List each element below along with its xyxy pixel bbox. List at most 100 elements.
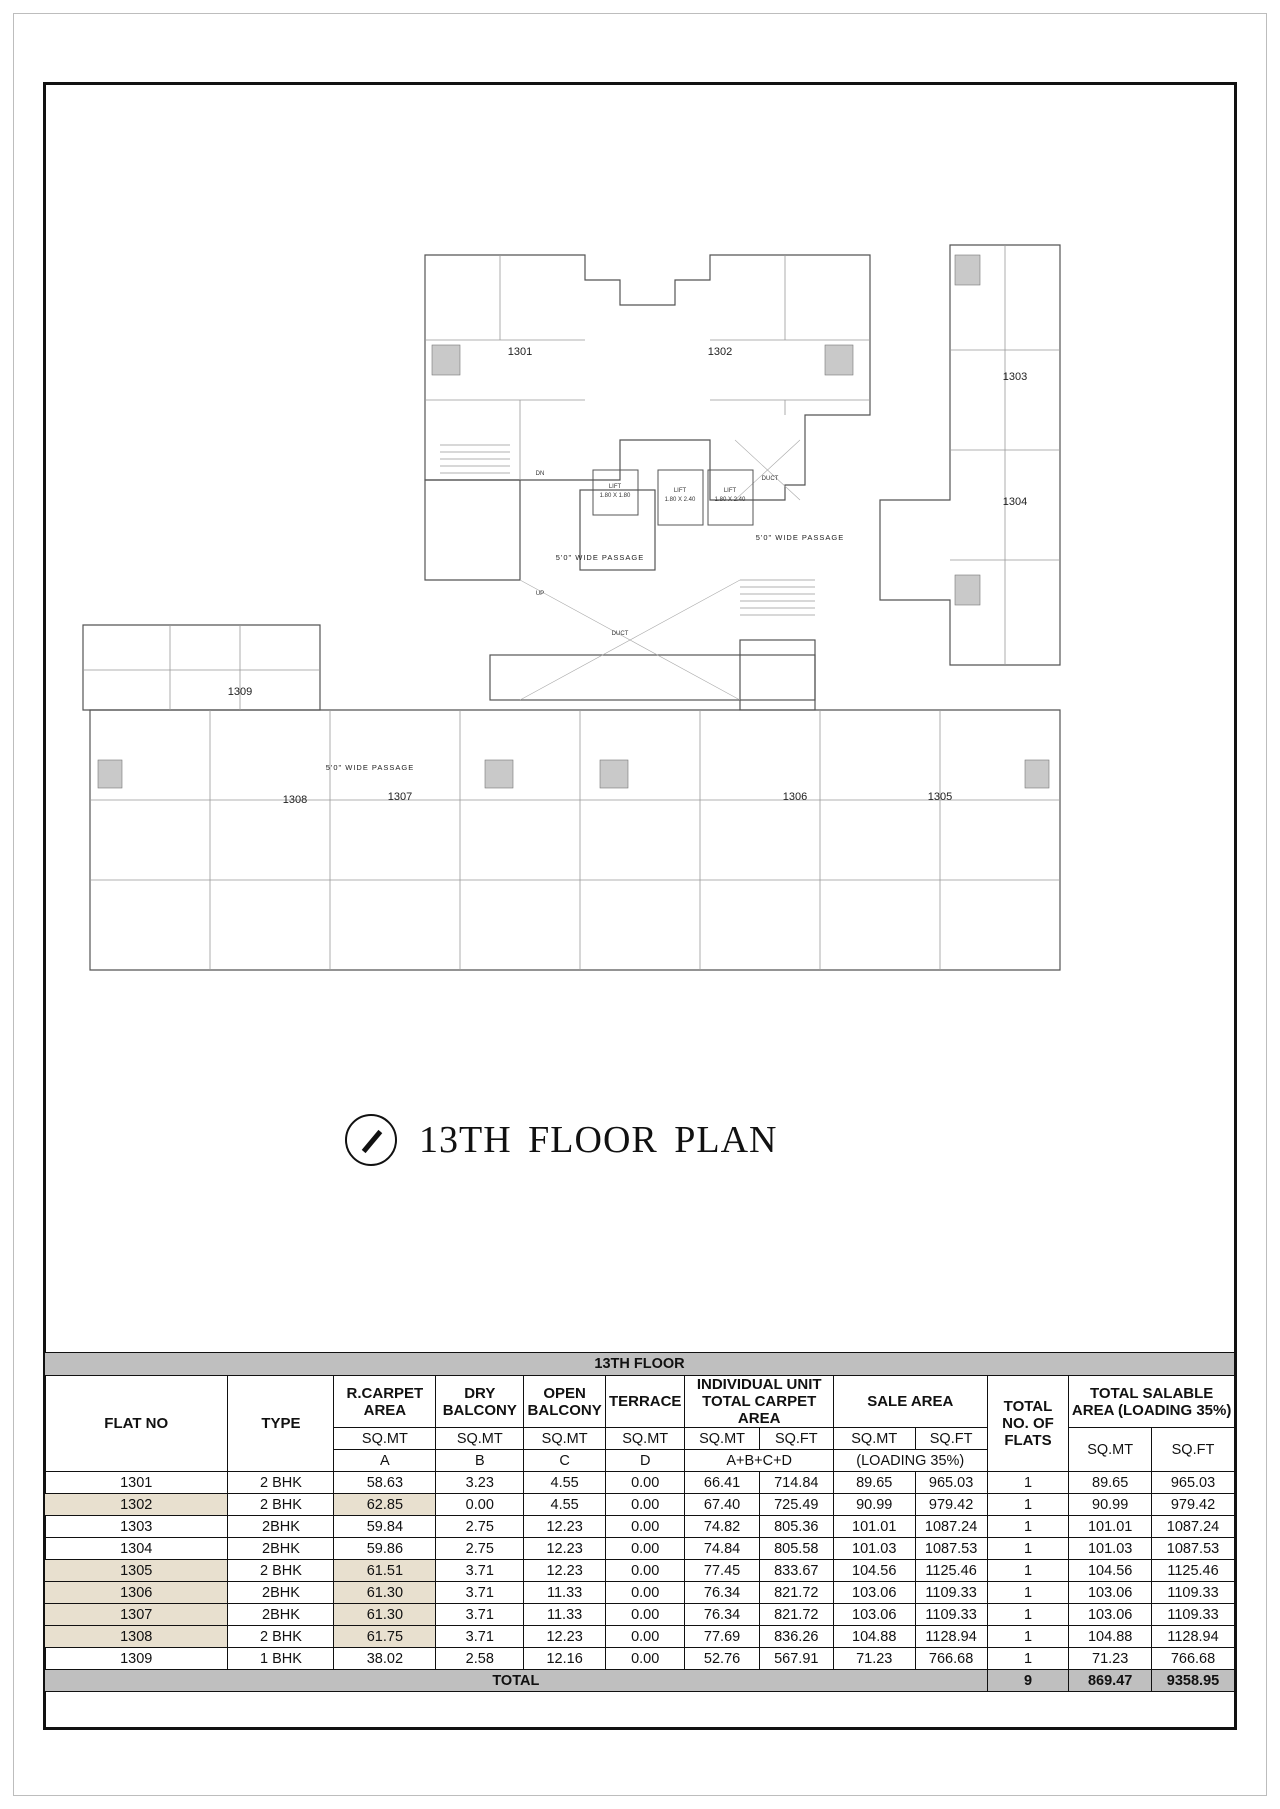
cell-ind_sqft: 821.72 bbox=[758, 1581, 834, 1604]
cell-flats: 1 bbox=[986, 1581, 1070, 1604]
cell-tot_sqft: 766.68 bbox=[1151, 1647, 1235, 1670]
north-arrow-icon bbox=[345, 1114, 397, 1166]
col-dry-balcony: DRY BALCONY bbox=[435, 1375, 525, 1428]
cell-sale_sqmt: 104.88 bbox=[832, 1625, 916, 1648]
lift-label: LIFT bbox=[609, 484, 622, 490]
col-rcarpet: R.CARPET AREA bbox=[333, 1375, 437, 1428]
cell-tot_sqmt: 71.23 bbox=[1068, 1647, 1152, 1670]
cell-open: 11.33 bbox=[523, 1603, 606, 1626]
cell-sale_sqft: 1125.46 bbox=[914, 1559, 988, 1582]
letter-b: B bbox=[435, 1449, 525, 1472]
cell-rcarpet: 61.30 bbox=[333, 1603, 437, 1626]
col-open-balcony: OPEN BALCONY bbox=[523, 1375, 606, 1428]
stair-dn: DN bbox=[536, 471, 545, 477]
cell-type: 2 BHK bbox=[227, 1559, 335, 1582]
cell-tot_sqmt: 101.01 bbox=[1068, 1515, 1152, 1538]
cell-sale_sqft: 1128.94 bbox=[914, 1625, 988, 1648]
cell-type: 2BHK bbox=[227, 1515, 335, 1538]
total-label: TOTAL bbox=[44, 1669, 988, 1692]
unit-label-1302: 1302 bbox=[708, 346, 732, 358]
cell-tot_sqft: 965.03 bbox=[1151, 1471, 1235, 1494]
cell-tot_sqft: 1087.53 bbox=[1151, 1537, 1235, 1560]
total-sqft: 9358.95 bbox=[1151, 1669, 1235, 1692]
cell-ind_sqmt: 66.41 bbox=[684, 1471, 760, 1494]
cell-sale_sqft: 1087.53 bbox=[914, 1537, 988, 1560]
cell-open: 4.55 bbox=[523, 1471, 606, 1494]
unit-sqmt: SQ.MT bbox=[604, 1427, 686, 1450]
unit-sqmt: SQ.MT bbox=[684, 1427, 760, 1450]
col-type: TYPE bbox=[227, 1375, 335, 1472]
cell-flats: 1 bbox=[986, 1603, 1070, 1626]
unit-label-1303: 1303 bbox=[1003, 371, 1027, 383]
cell-open: 12.23 bbox=[523, 1625, 606, 1648]
lift-label: LIFT bbox=[674, 488, 687, 494]
cell-flat: 1302 bbox=[43, 1493, 229, 1516]
unit-sqft: SQ.FT bbox=[758, 1427, 834, 1450]
unit-sqft: SQ.FT bbox=[1151, 1427, 1235, 1472]
cell-flat: 1303 bbox=[43, 1515, 229, 1538]
col-terrace: TERRACE bbox=[604, 1375, 686, 1428]
col-total-flats: TOTAL NO. OF FLATS bbox=[986, 1375, 1070, 1472]
cell-sale_sqmt: 71.23 bbox=[832, 1647, 916, 1670]
cell-tot_sqft: 1109.33 bbox=[1151, 1603, 1235, 1626]
cell-terrace: 0.00 bbox=[604, 1493, 686, 1516]
cell-ind_sqmt: 52.76 bbox=[684, 1647, 760, 1670]
unit-label-1305: 1305 bbox=[928, 791, 952, 803]
cell-flat: 1308 bbox=[43, 1625, 229, 1648]
letter-loading: (LOADING 35%) bbox=[832, 1449, 988, 1472]
cell-dry: 3.71 bbox=[435, 1625, 525, 1648]
letter-a: A bbox=[333, 1449, 437, 1472]
cell-ind_sqmt: 76.34 bbox=[684, 1603, 760, 1626]
cell-tot_sqft: 979.42 bbox=[1151, 1493, 1235, 1516]
cell-ind_sqft: 821.72 bbox=[758, 1603, 834, 1626]
cell-dry: 2.58 bbox=[435, 1647, 525, 1670]
plan-title: 13TH FLOOR PLAN bbox=[419, 1119, 778, 1161]
cell-tot_sqmt: 90.99 bbox=[1068, 1493, 1152, 1516]
cell-sale_sqft: 766.68 bbox=[914, 1647, 988, 1670]
cell-dry: 2.75 bbox=[435, 1515, 525, 1538]
cell-sale_sqmt: 89.65 bbox=[832, 1471, 916, 1494]
cell-open: 11.33 bbox=[523, 1581, 606, 1604]
drawing-frame bbox=[43, 82, 1237, 1730]
passage-label: 5'0" WIDE PASSAGE bbox=[756, 533, 844, 542]
lift-label: LIFT bbox=[724, 488, 737, 494]
cell-type: 2 BHK bbox=[227, 1471, 335, 1494]
unit-sqmt: SQ.MT bbox=[333, 1427, 437, 1450]
cell-type: 2BHK bbox=[227, 1581, 335, 1604]
unit-label-1301: 1301 bbox=[508, 346, 532, 358]
duct-label: DUCT bbox=[762, 476, 779, 482]
lift-size: 1.80 X 1.80 bbox=[600, 493, 631, 499]
cell-open: 12.23 bbox=[523, 1537, 606, 1560]
cell-sale_sqmt: 101.01 bbox=[832, 1515, 916, 1538]
cell-rcarpet: 61.75 bbox=[333, 1625, 437, 1648]
cell-flat: 1305 bbox=[43, 1559, 229, 1582]
cell-tot_sqft: 1109.33 bbox=[1151, 1581, 1235, 1604]
cell-tot_sqmt: 104.88 bbox=[1068, 1625, 1152, 1648]
plan-title-row: 13TH FLOOR PLAN bbox=[345, 1105, 777, 1175]
cell-ind_sqft: 805.36 bbox=[758, 1515, 834, 1538]
cell-terrace: 0.00 bbox=[604, 1537, 686, 1560]
cell-sale_sqmt: 90.99 bbox=[832, 1493, 916, 1516]
cell-tot_sqmt: 103.06 bbox=[1068, 1603, 1152, 1626]
cell-flat: 1307 bbox=[43, 1603, 229, 1626]
cell-ind_sqmt: 77.69 bbox=[684, 1625, 760, 1648]
cell-type: 2BHK bbox=[227, 1603, 335, 1626]
cell-ind_sqft: 836.26 bbox=[758, 1625, 834, 1648]
cell-flats: 1 bbox=[986, 1625, 1070, 1648]
cell-type: 2BHK bbox=[227, 1537, 335, 1560]
cell-ind_sqft: 725.49 bbox=[758, 1493, 834, 1516]
col-flat-no: FLAT NO bbox=[43, 1375, 229, 1472]
cell-type: 2 BHK bbox=[227, 1625, 335, 1648]
unit-label-1304: 1304 bbox=[1003, 496, 1027, 508]
cell-ind_sqft: 833.67 bbox=[758, 1559, 834, 1582]
cell-terrace: 0.00 bbox=[604, 1625, 686, 1648]
duct-label: DUCT bbox=[612, 631, 629, 637]
letter-abcd: A+B+C+D bbox=[684, 1449, 834, 1472]
cell-sale_sqft: 979.42 bbox=[914, 1493, 988, 1516]
cell-open: 12.16 bbox=[523, 1647, 606, 1670]
